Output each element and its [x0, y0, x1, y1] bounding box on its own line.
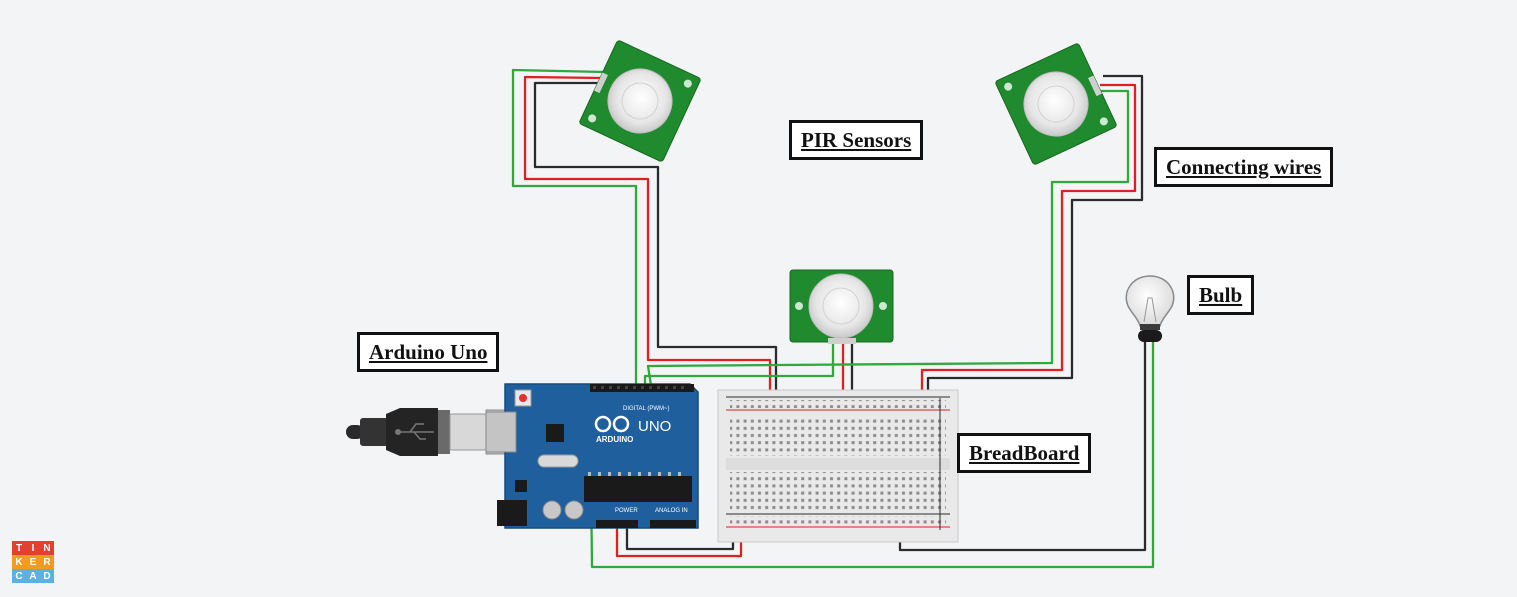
wire-left-pir-green [511, 68, 638, 392]
logo-letter: C [12, 569, 26, 583]
label-bulb: Bulb [1187, 275, 1255, 315]
logo-letter: R [40, 555, 54, 569]
wire-right-pir-red [920, 83, 1137, 402]
usb-cable [346, 408, 507, 456]
light-bulb [1125, 275, 1175, 342]
logo-letter: E [26, 555, 40, 569]
label-breadboard: BreadBoard [957, 433, 1092, 473]
label-pir-sensors: PIR Sensors [789, 120, 924, 160]
logo-letter: T [12, 541, 26, 555]
pir-sensor-right [995, 43, 1117, 165]
arduino-power-label: POWER [615, 508, 638, 514]
logo-letter: D [40, 569, 54, 583]
arduino-analog-label: ANALOG IN [655, 508, 688, 514]
wire-left-pir-black [533, 81, 778, 402]
wire-right-pir-black [926, 74, 1144, 402]
arduino-digital-label: DIGITAL (PWM~) [623, 406, 670, 412]
logo-letter: N [40, 541, 54, 555]
label-connecting-wires: Connecting wires [1154, 147, 1334, 187]
logo-letter: K [12, 555, 26, 569]
pir-sensor-left [579, 40, 701, 162]
label-arduino-uno: Arduino Uno [357, 332, 500, 372]
wire-power-red [615, 522, 743, 558]
logo-letter: A [26, 569, 40, 583]
arduino-infinity-icon [594, 415, 630, 433]
logo-letter: I [26, 541, 40, 555]
wire-right-pir-green [646, 89, 1130, 393]
breadboard [717, 389, 959, 543]
arduino-model-text: UNO [638, 418, 671, 435]
tinkercad-logo: T I N K E R C A D [12, 541, 54, 583]
arduino-brand-text: ARDUINO [596, 435, 633, 444]
arduino-uno-board: ARDUINO UNO DIGITAL (PWM~) POWER ANALOG … [485, 383, 699, 529]
wire-left-pir-red [523, 75, 772, 402]
pir-sensor-center [789, 269, 894, 344]
